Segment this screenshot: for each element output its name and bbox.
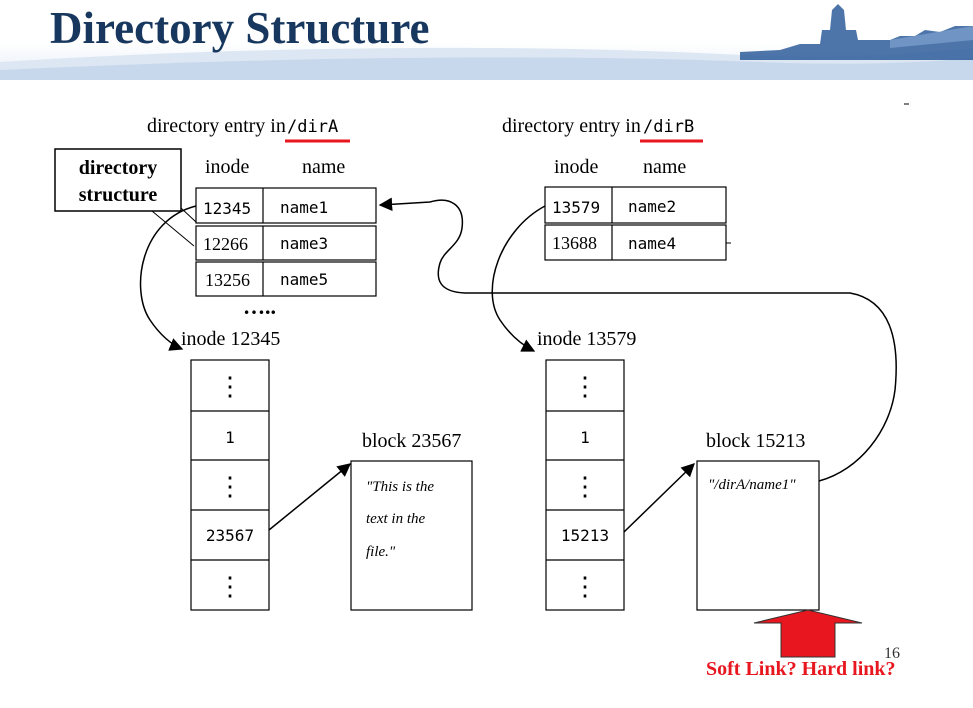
dirB-path: /dirB	[643, 117, 694, 137]
dirA-row1-name: name1	[280, 198, 328, 217]
dirA-row3-inode: 13256	[205, 270, 250, 290]
blockB-text-line1: "/dirA/name1"	[708, 477, 796, 493]
inodeB-dots-1: ⋮	[572, 372, 598, 401]
callout-pointer-2	[151, 210, 195, 247]
dirB-row1-inode: 13579	[552, 198, 600, 217]
inodeA-label: inode 12345	[181, 328, 280, 350]
dirA-row1-inode: 12345	[203, 199, 251, 218]
inodeA-dots-3: ⋮	[217, 572, 243, 601]
dirA-row2-name: name3	[280, 234, 328, 253]
inodeA-link-count: 1	[225, 428, 235, 447]
inodeB-label: inode 13579	[537, 328, 636, 350]
blockA-text-line3: file."	[366, 544, 396, 560]
arrow-inodeB-to-blockB	[623, 463, 695, 533]
arrow-dirB-to-inodeB	[491, 205, 546, 352]
callout-line1: directory	[79, 157, 158, 179]
blockB-label: block 15213	[706, 430, 805, 452]
inodeB-dots-2: ⋮	[572, 472, 598, 501]
dirB-row2-name: name4	[628, 234, 676, 253]
blockA-box	[350, 460, 473, 611]
link-question: Soft Link? Hard link?	[706, 658, 896, 680]
inodeA-stack	[190, 359, 270, 611]
inodeB-stack	[545, 359, 625, 611]
dirA-col-inode: inode	[205, 156, 250, 178]
callout-box	[54, 148, 182, 212]
dirA-table	[195, 187, 377, 297]
inodeB-block-ptr: 15213	[561, 526, 609, 545]
inodeB-dots-3: ⋮	[572, 572, 598, 601]
city-skyline-logo	[740, 4, 973, 60]
arrow-softlink-to-dirA-name1	[378, 197, 897, 482]
dirA-heading: directory entry in	[147, 115, 286, 137]
callout-line2: structure	[79, 184, 158, 206]
dirA-path: /dirA	[287, 117, 338, 137]
dirB-col-name: name	[643, 156, 686, 178]
dirB-row2-inode: 13688	[552, 233, 597, 253]
dirB-row1-name: name2	[628, 197, 676, 216]
page-number: 16	[884, 645, 900, 662]
dirA-row2-inode: 12266	[203, 234, 248, 254]
blockA-text-line1: "This is the	[366, 479, 434, 495]
inodeA-dots-1: ⋮	[217, 372, 243, 401]
blockB-box	[696, 460, 820, 611]
slide-title: Directory Structure	[50, 3, 430, 53]
blockA-label: block 23567	[362, 430, 461, 452]
inodeA-dots-2: ⋮	[217, 472, 243, 501]
header-wave	[0, 47, 973, 80]
inodeA-block-ptr: 23567	[206, 526, 254, 545]
arrow-inodeA-to-blockA	[268, 463, 352, 531]
blockA-text-line2: text in the	[366, 511, 425, 527]
inodeB-link-count: 1	[580, 428, 590, 447]
up-arrow-icon	[753, 609, 863, 658]
dirA-more: …..	[243, 294, 276, 319]
dirB-heading: directory entry in	[502, 115, 641, 137]
dirB-col-inode: inode	[554, 156, 599, 178]
dirA-row3-name: name5	[280, 270, 328, 289]
dirA-col-name: name	[302, 156, 345, 178]
arrow-dirA-to-inodeA	[139, 205, 197, 351]
